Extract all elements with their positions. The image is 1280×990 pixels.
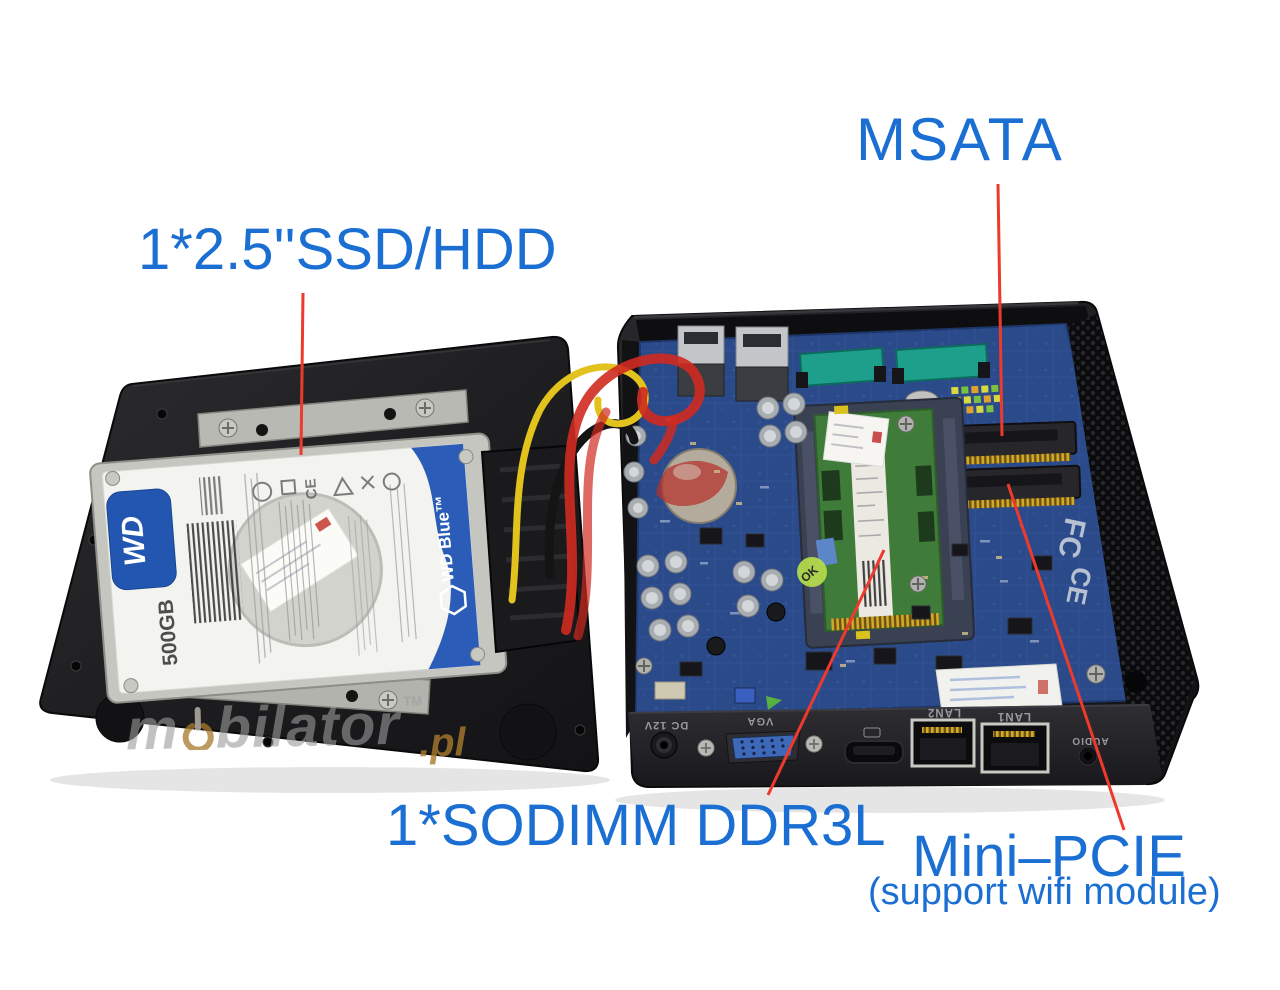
watermark-suffix: bilator — [214, 691, 401, 761]
ram-blue-sticker — [815, 537, 838, 567]
leader-ssd — [299, 292, 305, 456]
board-white-sticker — [935, 663, 1063, 713]
annotation-mini-pcie: Mini–PCIE — [912, 824, 1186, 889]
svg-text:CE: CE — [302, 478, 321, 500]
leader-minipcie — [1006, 483, 1126, 831]
front-io-band: DC 12V VGA LAN2 — [628, 704, 1162, 786]
chassis-edge-highlight — [633, 301, 1079, 319]
leader-lines — [299, 183, 1126, 831]
hdd-cert-icons: CE — [252, 472, 401, 502]
leader-msata — [996, 183, 1004, 437]
vga-port-label: VGA — [747, 715, 774, 727]
blue-trimmer — [734, 687, 756, 704]
board-fcc-mark: FC — [1051, 515, 1092, 561]
audio-jack — [1078, 746, 1098, 766]
hdd-capacity-text: 500GB — [154, 598, 182, 666]
hdd-label-barcodes — [186, 473, 417, 664]
rubber-bumper — [1125, 671, 1147, 693]
ram-white-sticker — [822, 411, 890, 468]
green-arrow-sticker — [766, 696, 782, 710]
cap-cluster-bottom — [636, 550, 786, 656]
power-symbol-icon — [182, 707, 214, 751]
dc-power-jack — [650, 731, 678, 759]
hdd-drive: WD Blue™ WD 500GB CE — [89, 432, 508, 704]
hdmi-port — [844, 727, 904, 764]
sodimm-ram — [793, 396, 976, 649]
leader-sodimm — [766, 549, 886, 796]
audio-port-label: AUDIO — [1071, 735, 1108, 746]
hdd-hexagon-logo — [439, 584, 468, 616]
hdmi-icon — [863, 727, 881, 738]
lid-edge-highlight — [131, 339, 551, 387]
annotation-mini-pcie-sub: (support wifi module) — [868, 871, 1221, 913]
lan1-port-label: LAN1 — [997, 710, 1031, 722]
chassis-mesh-wall — [1068, 314, 1195, 770]
watermark-tm: TM — [403, 693, 423, 709]
lid-recess — [499, 703, 557, 761]
annotation-ssd-hdd: 1*2.5''SSD/HDD — [138, 217, 557, 282]
coin-battery — [656, 448, 737, 524]
tan-connector — [654, 681, 686, 700]
lan2-port — [910, 718, 976, 768]
ground-shadows — [50, 767, 1165, 813]
yellow-cable — [508, 363, 649, 604]
cables — [508, 353, 705, 641]
watermark-domain: .pl — [418, 720, 467, 766]
red-cable-tail — [649, 415, 679, 465]
standoff-screws — [635, 415, 1106, 684]
watermark-prefix: m — [125, 696, 180, 763]
teal-connectors — [796, 342, 990, 388]
vga-port — [697, 730, 823, 764]
msata-slot — [946, 420, 1078, 466]
watermark-mobilator: m bilator TM .pl — [125, 691, 466, 766]
hdd-center-sticker — [240, 507, 360, 613]
hdd-blue-band — [411, 443, 481, 670]
ram-latch — [855, 630, 871, 640]
hdd-brand-text: WD — [116, 515, 153, 567]
lan2-port-label: LAN2 — [927, 706, 961, 718]
hdd-wd-logo — [106, 488, 177, 591]
red-cable-strand — [573, 407, 611, 641]
lan1-port — [980, 722, 1050, 774]
annotation-sodimm: 1*SODIMM DDR3L — [386, 793, 886, 858]
misc-board-parts — [635, 415, 1106, 710]
hdd-mounting-bracket-top — [197, 389, 469, 448]
dc-port-label: DC 12V — [644, 719, 689, 731]
hdd-corner-screws — [105, 449, 486, 694]
cap-cluster-top — [756, 392, 808, 448]
annotation-msata: MSATA — [856, 106, 1064, 173]
ok-sticker: OK — [797, 557, 827, 587]
ram-latch — [833, 405, 849, 415]
